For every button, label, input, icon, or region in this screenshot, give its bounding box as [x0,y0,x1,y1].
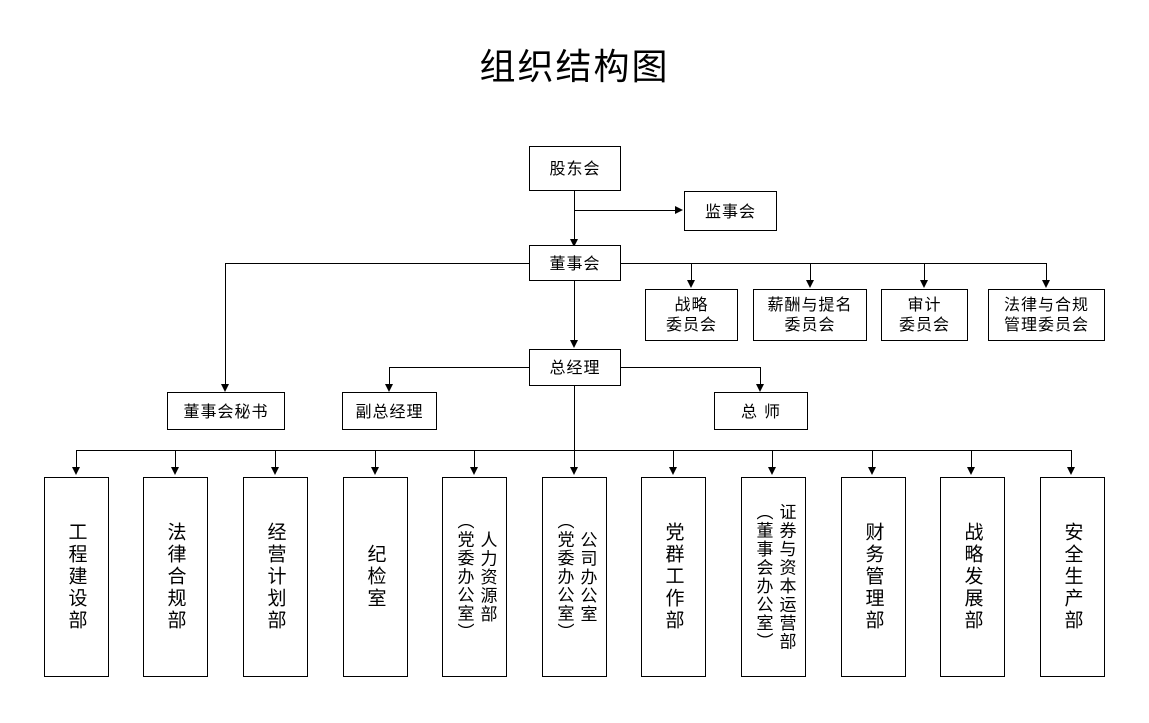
node-board-label: 董事会 [549,253,601,273]
department-business-planning[interactable]: 经营计划部 [243,477,308,677]
connector-board-to-gm [574,280,576,346]
connector-department-11-drop [1071,450,1073,471]
connector-department-9-drop [872,450,874,471]
connector-department-2-drop [175,450,177,471]
connector-department-8-drop [772,450,774,471]
connector-department-7-drop [673,450,675,471]
connector-gm-right [620,367,761,369]
node-committee-audit-label: 审计 委员会 [898,295,950,334]
department-financial-management-label: 财务管理部 [862,522,885,632]
arrow-department-2 [171,467,179,475]
arrow-board-to-gm [570,340,578,348]
node-shareholders-label: 股东会 [549,159,601,178]
department-party-mass-work-label: 党群工作部 [662,522,685,632]
arrow-department-10 [967,467,975,475]
node-chief-engineer[interactable]: 总 师 [714,392,808,430]
connector-department-4-drop [375,450,377,471]
department-strategic-development[interactable]: 战略发展部 [940,477,1005,677]
arrow-to-supervisors [675,206,683,214]
arrow-department-11 [1067,467,1075,475]
arrow-department-3 [271,467,279,475]
node-general-manager-label: 总经理 [549,358,601,377]
connector-department-5-drop [474,450,476,471]
connector-deputy-gm-drop [389,367,391,386]
connector-shareholders-down [574,191,576,247]
department-human-resources[interactable]: 人力资源部 （党委办公室） [442,477,507,677]
arrow-department-1 [72,467,80,475]
department-engineering-construction-label: 工程建设部 [65,522,88,632]
connector-committee-2-drop [810,263,812,283]
department-company-office[interactable]: 公司办公室 （党委办公室） [542,477,607,677]
department-safety-production[interactable]: 安全生产部 [1040,477,1105,677]
department-legal-compliance[interactable]: 法律合规部 [143,477,208,677]
node-committee-strategy-label: 战略 委员会 [665,295,717,334]
connector-gm-left [389,367,530,369]
arrow-chief-engineer [756,384,764,392]
department-legal-compliance-label: 法律合规部 [164,522,187,632]
arrow-committee-3 [920,280,928,288]
connector-chief-engineer-drop [760,367,762,386]
department-party-mass-work[interactable]: 党群工作部 [641,477,706,677]
arrow-gm-to-departments [570,467,578,475]
node-committee-compensation-nomination[interactable]: 薪酬与提名 委员会 [753,289,867,341]
arrow-department-9 [868,467,876,475]
department-discipline-inspection-label: 纪检室 [364,544,387,610]
department-financial-management[interactable]: 财务管理部 [841,477,906,677]
connector-committee-1-drop [691,263,693,283]
connector-board-secretary-drop [225,263,227,386]
connector-department-10-drop [971,450,973,471]
arrow-department-4 [371,467,379,475]
node-deputy-general-manager[interactable]: 副总经理 [342,392,437,430]
node-deputy-general-manager-label: 副总经理 [355,401,424,421]
arrow-department-7 [669,467,677,475]
connector-department-1-drop [76,450,78,471]
arrow-deputy-gm [385,384,393,392]
department-securities-capital-operation-label: 证券与资本运营部 （董事会办公室） [752,503,796,651]
node-general-manager[interactable]: 总经理 [529,349,621,386]
node-board[interactable]: 董事会 [529,245,621,281]
node-committee-legal-compliance-label: 法律与合规 管理委员会 [1003,295,1089,334]
node-committee-compensation-nomination-label: 薪酬与提名 委员会 [767,295,853,334]
connector-gm-trunk [574,386,576,471]
page-title: 组织结构图 [479,47,670,88]
node-supervisors[interactable]: 监事会 [684,191,777,231]
node-board-secretary[interactable]: 董事会秘书 [167,392,285,430]
arrow-committee-1 [687,280,695,288]
department-business-planning-label: 经营计划部 [264,522,287,632]
department-engineering-construction[interactable]: 工程建设部 [44,477,109,677]
node-committee-strategy[interactable]: 战略 委员会 [645,289,738,341]
connector-committee-4-drop [1046,263,1048,283]
connector-committee-3-drop [924,263,926,283]
department-safety-production-label: 安全生产部 [1061,522,1084,632]
arrow-committee-4 [1042,280,1050,288]
connector-board-left [225,263,530,265]
department-securities-capital-operation[interactable]: 证券与资本运营部 （董事会办公室） [741,477,806,677]
node-committee-audit[interactable]: 审计 委员会 [881,289,968,341]
node-board-secretary-label: 董事会秘书 [183,401,269,421]
connector-board-committee-bus [621,263,1046,265]
node-committee-legal-compliance[interactable]: 法律与合规 管理委员会 [988,289,1105,341]
arrow-department-8 [768,467,776,475]
node-shareholders[interactable]: 股东会 [529,146,621,191]
department-strategic-development-label: 战略发展部 [961,522,984,632]
arrow-board-secretary [221,384,229,392]
department-bus [76,450,1071,452]
department-company-office-label: 公司办公室 （党委办公室） [553,512,597,642]
connector-department-3-drop [275,450,277,471]
node-supervisors-label: 监事会 [704,201,756,221]
department-human-resources-label: 人力资源部 （党委办公室） [453,512,497,642]
arrow-department-5 [470,467,478,475]
arrow-shareholders-to-board [570,239,578,247]
department-discipline-inspection[interactable]: 纪检室 [343,477,408,677]
connector-shareholders-to-supervisors [574,210,675,212]
node-chief-engineer-label: 总 师 [740,401,782,421]
arrow-committee-2 [806,280,814,288]
